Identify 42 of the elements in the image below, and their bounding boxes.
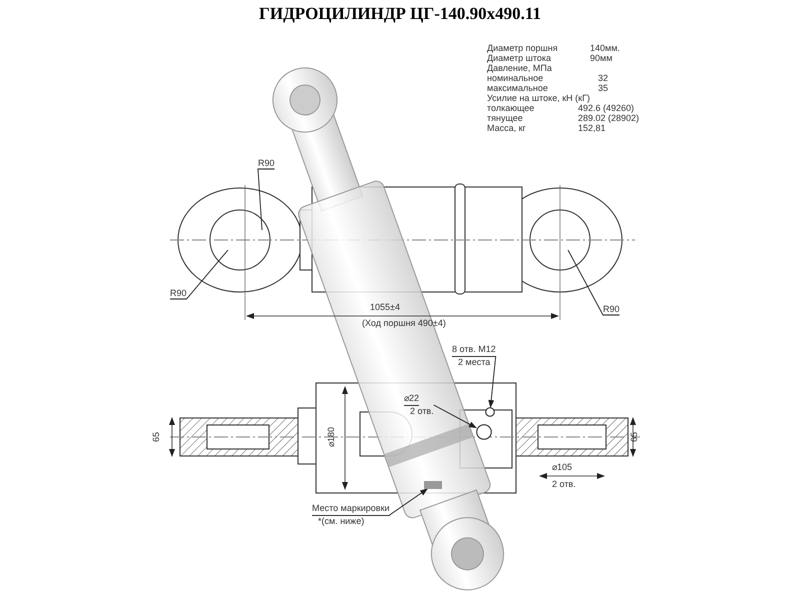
leader-line bbox=[568, 250, 620, 316]
callout-text: 2 отв. bbox=[410, 406, 434, 416]
radius-label: R90 bbox=[258, 158, 275, 168]
dimension-label: 1055±4 bbox=[370, 303, 400, 313]
hole bbox=[476, 424, 492, 440]
spec-text: тянущее bbox=[487, 114, 523, 124]
spec-text: 35 bbox=[598, 84, 608, 94]
dimension-label: ⌀105 bbox=[552, 463, 572, 473]
spec-text: максимальное bbox=[487, 84, 548, 94]
hole bbox=[485, 407, 495, 417]
spec-text: 140мм. bbox=[590, 44, 620, 54]
dimension-label: 65 bbox=[630, 432, 640, 442]
leader-line bbox=[170, 250, 228, 300]
title: ГИДРОЦИЛИНДР ЦГ-140.90x490.11 bbox=[258, 4, 542, 24]
callout-text: 2 места bbox=[458, 357, 490, 367]
spec-text: Диаметр поршня bbox=[487, 44, 558, 54]
spec-text: 32 bbox=[598, 74, 608, 84]
leader-line bbox=[258, 168, 275, 230]
dimension-label: ⌀180 bbox=[327, 426, 337, 447]
leader-line bbox=[389, 488, 428, 516]
spec-text: Диаметр штока bbox=[487, 54, 552, 64]
dimension-label: (Ход поршня 490±4) bbox=[362, 319, 446, 329]
leader-line bbox=[488, 356, 496, 408]
spec-text: Давление, МПа bbox=[487, 64, 552, 74]
spec-text: толкающее bbox=[487, 104, 534, 114]
callout-text: Место маркировки bbox=[312, 503, 390, 516]
spec-text: номинальное bbox=[487, 74, 544, 84]
callout-text: ⌀22 bbox=[404, 393, 420, 406]
note-text: *(см. ниже) bbox=[318, 516, 364, 526]
leader-line bbox=[433, 404, 477, 428]
dimension-label: 65 bbox=[152, 432, 162, 442]
spec-text: 289.02 (28902) bbox=[578, 114, 640, 124]
spec-text: 152,81 bbox=[578, 124, 606, 134]
spec-text: 492.6 (49260) bbox=[578, 104, 634, 114]
spec-text: 90мм bbox=[590, 54, 612, 64]
dimension-label: 2 отв. bbox=[552, 480, 576, 490]
marking-band bbox=[424, 481, 442, 489]
radius-label: R90 bbox=[170, 288, 187, 298]
spec-text: Масса, кг bbox=[487, 124, 526, 134]
callout-text: 8 отв. M12 bbox=[452, 344, 496, 357]
spec-text: Усилие на штоке, кН (кГ) bbox=[487, 94, 590, 104]
radius-label: R90 bbox=[603, 304, 620, 314]
